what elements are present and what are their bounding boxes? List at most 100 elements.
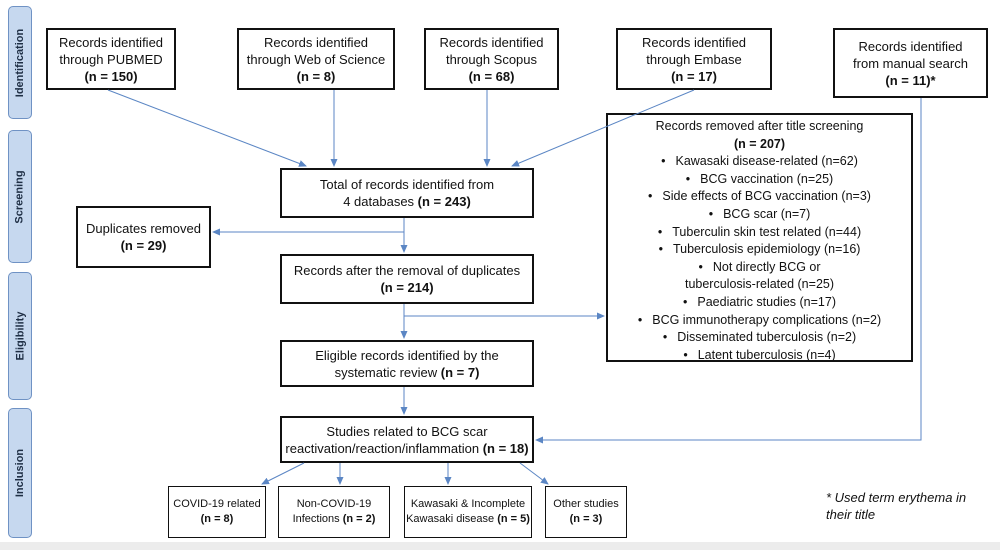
category-non-covid-count: (n = 2): [342, 513, 376, 525]
exclusions-count: (n = 207): [733, 136, 786, 151]
eligible-records-line2: systematic review: [334, 364, 441, 380]
footnote-line1: * Used term erythema in: [826, 490, 967, 505]
exclusion-item-text: Side effects of BCG vaccination (n=3): [662, 189, 871, 204]
exclusion-item: • BCG immunotherapy complications (n=2): [608, 312, 911, 330]
included-studies-box: Studies related to BCG scar reactivation…: [280, 416, 534, 463]
category-kawasaki-box: Kawasaki & Incomplete Kawasaki disease (…: [404, 486, 532, 538]
exclusion-item: • Paediatric studies (n=17): [608, 294, 911, 312]
bullet-icon: •: [682, 294, 688, 309]
source-scopus-line2: through Scopus: [445, 51, 538, 67]
exclusion-item: •Tuberculin skin test related (n=44): [608, 224, 911, 242]
source-manual-count: (n = 11)*: [885, 72, 936, 88]
phase-identification: Identification: [8, 6, 32, 119]
exclusion-item-text: Not directly BCG or: [712, 259, 821, 274]
total-records-box: Total of records identified from 4 datab…: [280, 168, 534, 218]
exclusion-item: • Tuberculosis epidemiology (n=16): [608, 241, 911, 259]
source-pubmed-box: Records identified through PUBMED (n = 1…: [46, 28, 176, 90]
arrow-pubmed-to-total: [107, 89, 307, 167]
arrow-manual-to-included: [535, 98, 922, 444]
source-wos-line2: through Web of Science: [246, 51, 386, 67]
exclusion-item: • BCG vaccination (n=25): [608, 171, 911, 189]
title-screening-exclusions-box: Records removed after title screening (n…: [606, 113, 913, 362]
bottom-band: [0, 542, 1000, 550]
phase-inclusion: Inclusion: [8, 408, 32, 538]
category-covid-label: COVID-19 related: [173, 498, 261, 510]
total-records-line1: Total of records identified from: [319, 177, 495, 192]
source-scopus-box: Records identified through Scopus (n = 6…: [424, 28, 559, 90]
included-studies-count: (n = 18): [482, 440, 529, 456]
source-embase-line1: Records identified: [641, 34, 747, 50]
included-studies-line2: reactivation/reaction/inflammation: [285, 440, 483, 456]
bullet-icon: •: [683, 347, 688, 362]
source-manual-line2: from manual search: [853, 55, 968, 71]
included-studies-line1: Studies related to BCG scar: [326, 423, 488, 439]
exclusion-item: • Kawasaki disease-related (n=62): [608, 153, 911, 171]
bullet-icon: •: [708, 206, 714, 221]
exclusion-item: • Not directly BCG or: [608, 259, 911, 277]
after-duplicates-count: (n = 214): [380, 280, 434, 295]
exclusion-item-text: Disseminated tuberculosis (n=2): [677, 330, 857, 345]
category-other-count: (n = 3): [569, 513, 603, 525]
bullet-icon: •: [648, 189, 653, 204]
bullet-icon: •: [658, 242, 663, 257]
phase-screening: Screening: [8, 130, 32, 263]
source-pubmed-line1: Records identified: [58, 34, 164, 50]
exclusion-item-continuation: tuberculosis-related (n=25): [684, 277, 835, 292]
exclusion-item-text: Latent tuberculosis (n=4): [697, 347, 836, 362]
source-embase-count: (n = 17): [671, 68, 717, 84]
phase-eligibility: Eligibility: [8, 272, 32, 400]
duplicates-removed-box: Duplicates removed (n = 29): [76, 206, 211, 268]
arrow-embase-to-total: [511, 89, 695, 167]
category-non-covid-box: Non-COVID-19 Infections (n = 2): [278, 486, 390, 538]
total-records-line2: 4 databases: [343, 194, 418, 209]
arrow-to-covid: [261, 462, 305, 485]
source-pubmed-line2: through PUBMED: [59, 51, 163, 67]
source-manual-box: Records identified from manual search (n…: [833, 28, 988, 98]
category-non-covid-line2: Infections: [292, 513, 343, 525]
category-covid-count: (n = 8): [200, 513, 234, 525]
exclusion-item-text: Paediatric studies (n=17): [697, 294, 836, 309]
exclusion-item: • Latent tuberculosis (n=4): [608, 347, 911, 365]
duplicates-removed-count: (n = 29): [120, 238, 167, 253]
footnote: * Used term erythema in their title: [826, 489, 996, 523]
category-kawasaki-line2: Kawasaki disease: [406, 513, 498, 525]
footnote-line2: their title: [826, 507, 876, 522]
exclusion-item-text: Tuberculosis epidemiology (n=16): [672, 242, 861, 257]
exclusion-item-text: BCG vaccination (n=25): [700, 171, 834, 186]
after-duplicates-label: Records after the removal of duplicates: [293, 263, 521, 278]
source-wos-count: (n = 8): [296, 68, 336, 84]
exclusion-item: • Side effects of BCG vaccination (n=3): [608, 188, 911, 206]
category-kawasaki-line1: Kawasaki & Incomplete: [410, 498, 526, 510]
source-wos-line1: Records identified: [263, 34, 369, 50]
source-scopus-count: (n = 68): [468, 68, 515, 84]
exclusions-title: Records removed after title screening: [655, 119, 864, 133]
total-records-count: (n = 243): [417, 194, 471, 209]
bullet-icon: •: [685, 171, 691, 186]
exclusion-item: • BCG scar (n=7): [608, 206, 911, 224]
source-scopus-line1: Records identified: [439, 34, 544, 50]
bullet-icon: •: [637, 312, 643, 327]
exclusion-item-text: BCG immunotherapy complications (n=2): [652, 312, 882, 327]
source-manual-line1: Records identified: [858, 38, 963, 54]
bullet-icon: •: [662, 330, 668, 345]
source-embase-line2: through Embase: [646, 51, 742, 67]
source-wos-box: Records identified through Web of Scienc…: [237, 28, 395, 90]
category-non-covid-line1: Non-COVID-19: [296, 498, 372, 510]
after-duplicates-box: Records after the removal of duplicates …: [280, 254, 534, 304]
category-kawasaki-count: (n = 5): [497, 513, 530, 525]
category-covid-box: COVID-19 related (n = 8): [168, 486, 266, 538]
exclusion-item-text: BCG scar (n=7): [723, 206, 811, 221]
arrow-to-other: [519, 462, 549, 485]
category-other-box: Other studies (n = 3): [545, 486, 627, 538]
bullet-icon: •: [698, 259, 703, 274]
bullet-icon: •: [657, 224, 663, 239]
eligible-records-count: (n = 7): [440, 364, 480, 380]
duplicates-removed-label: Duplicates removed: [86, 221, 201, 236]
exclusion-item-text: Kawasaki disease-related (n=62): [675, 154, 858, 169]
category-other-label: Other studies: [553, 498, 619, 510]
eligible-records-box: Eligible records identified by the syste…: [280, 340, 534, 387]
source-embase-box: Records identified through Embase (n = 1…: [616, 28, 772, 90]
source-pubmed-count: (n = 150): [84, 68, 138, 84]
bullet-icon: •: [661, 154, 666, 169]
